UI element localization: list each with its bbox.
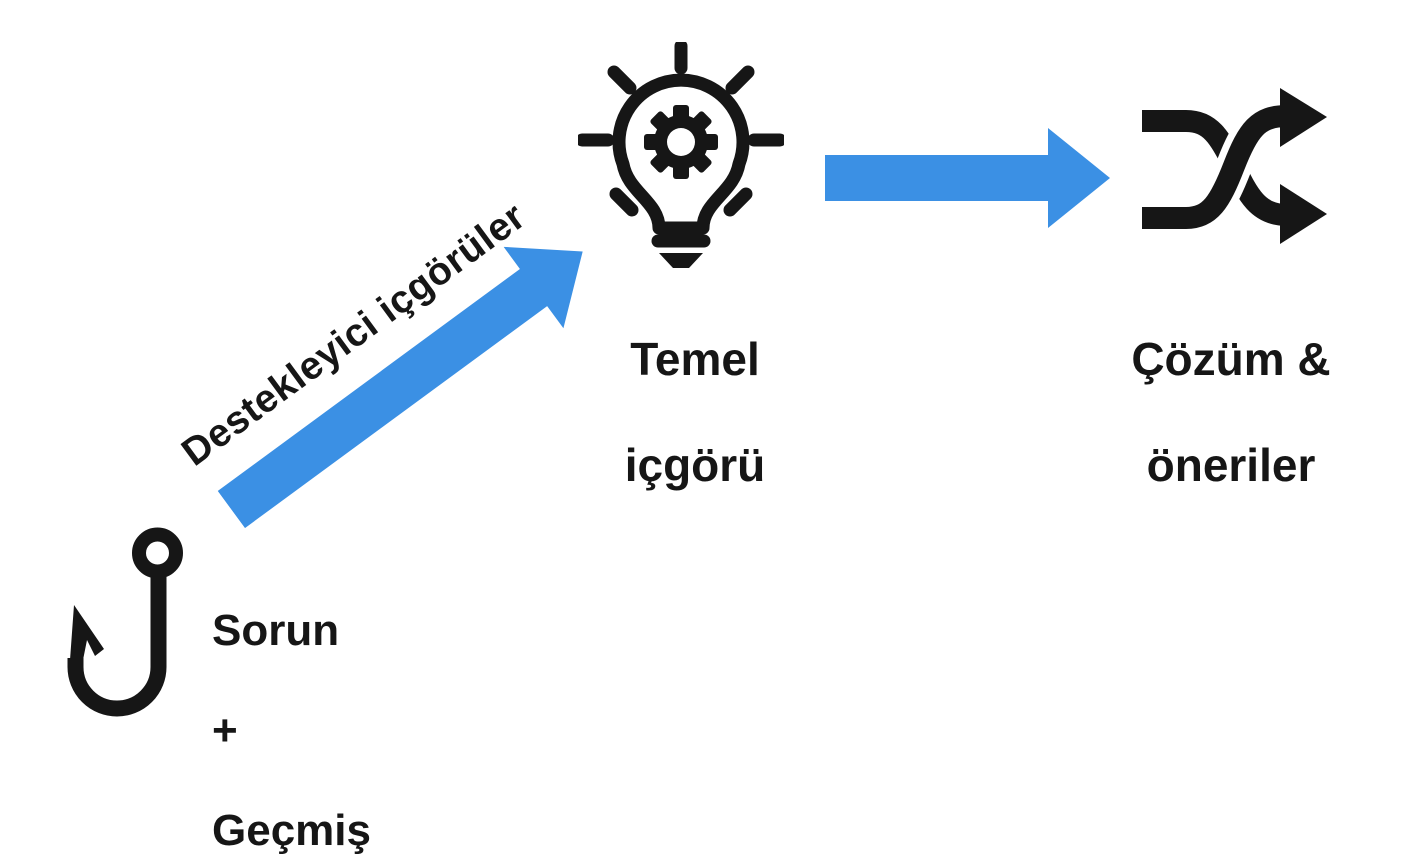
solution-label-line-1: Çözüm & bbox=[1131, 333, 1331, 385]
lightbulb-gear-icon bbox=[578, 42, 784, 268]
solution-label-line-2: öneriler bbox=[1146, 439, 1316, 491]
start-label-line-2: + bbox=[212, 706, 238, 755]
core-label-line-2: içgörü bbox=[624, 439, 766, 491]
start-label-line-3: Geçmiş bbox=[212, 806, 371, 855]
start-label-line-1: Sorun bbox=[212, 606, 340, 655]
gear-glyph bbox=[644, 105, 718, 179]
core-label-line-1: Temel bbox=[630, 333, 760, 385]
shuffle-arrows-icon bbox=[1142, 88, 1327, 244]
diagonal-arrow bbox=[217, 246, 583, 529]
start-node-label: Sorun + Geçmiş bbox=[212, 556, 472, 856]
horizontal-arrow bbox=[825, 128, 1110, 228]
core-node-label: Temel içgörü bbox=[495, 280, 895, 492]
solution-node-label: Çözüm & öneriler bbox=[1031, 280, 1408, 492]
diagram-canvas: Sorun + Geçmiş Destekleyici içgörüler bbox=[67, 42, 1408, 855]
fishing-hook-icon bbox=[67, 527, 183, 717]
